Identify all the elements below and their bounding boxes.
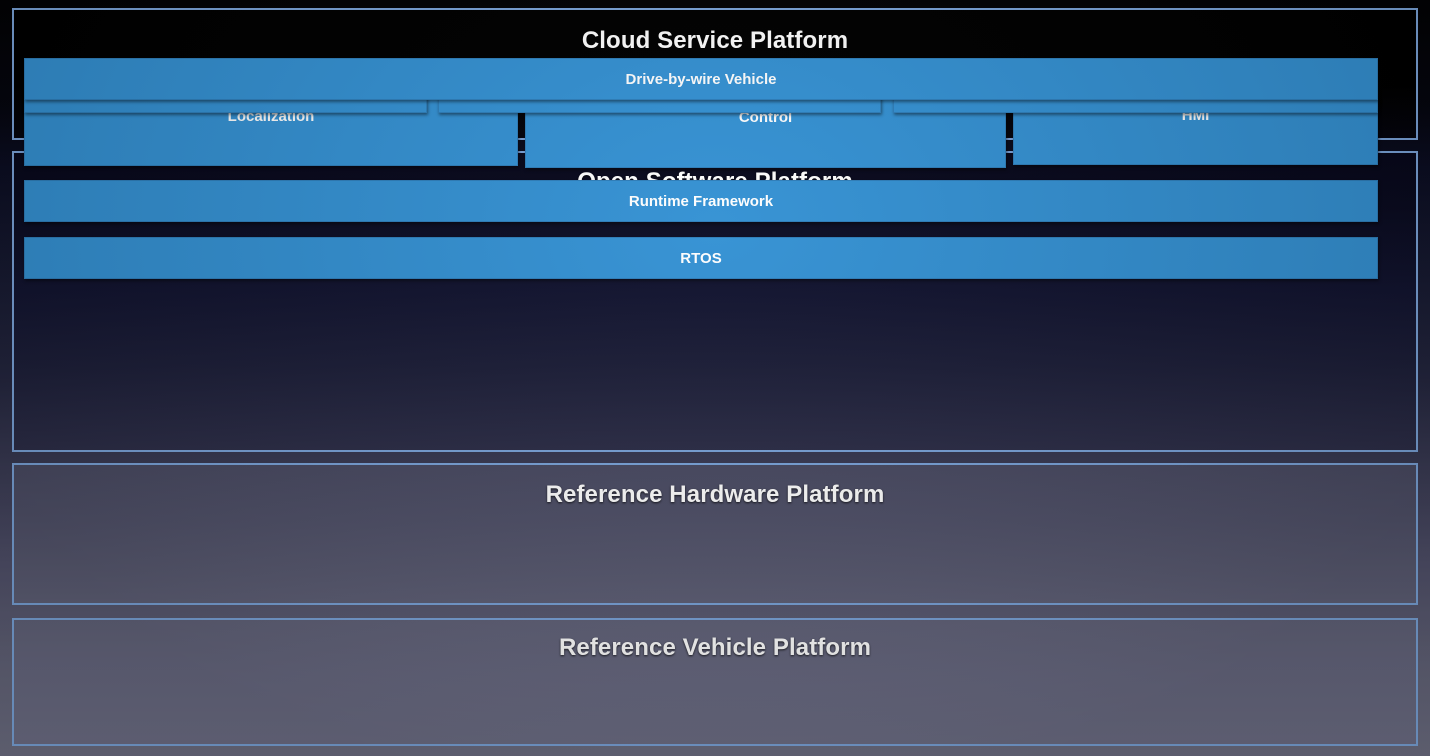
box-label-rtos: RTOS xyxy=(680,249,722,267)
layer-title-reference-vehicle-platform: Reference Vehicle Platform xyxy=(558,634,872,661)
box-rtos[interactable]: RTOS xyxy=(24,237,1378,279)
box-runtime-framework[interactable]: Runtime Framework xyxy=(24,180,1378,222)
box-label-runtime-framework: Runtime Framework xyxy=(628,192,774,210)
layer-panel-reference-hardware-platform: Reference Hardware Platform xyxy=(12,463,1418,605)
box-label-control: Control xyxy=(738,109,793,126)
box-label-drive-by-wire-vehicle: Drive-by-wire Vehicle xyxy=(625,70,777,88)
layer-title-reference-hardware-platform: Reference Hardware Platform xyxy=(545,481,885,508)
layer-title-cloud-service-platform: Cloud Service Platform xyxy=(581,27,849,54)
layer-panel-reference-vehicle-platform: Reference Vehicle Platform xyxy=(12,618,1418,746)
box-drive-by-wire-vehicle[interactable]: Drive-by-wire Vehicle xyxy=(24,58,1378,100)
